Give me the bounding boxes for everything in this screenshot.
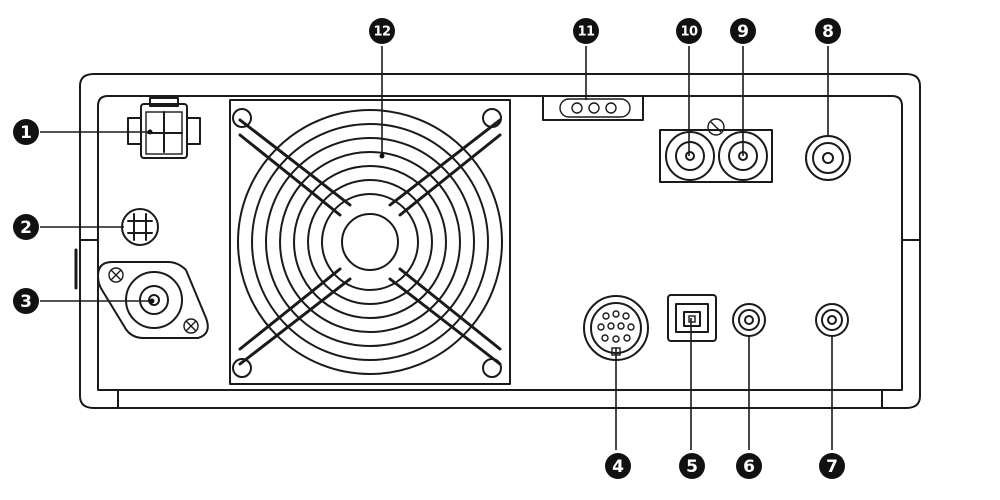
- usb-port: [667, 294, 717, 342]
- dc-power-socket: [127, 97, 201, 159]
- ground-terminal: [121, 208, 159, 246]
- callout-10: 10: [676, 18, 702, 44]
- callout-1: 1: [13, 119, 39, 145]
- callout-7: 7: [819, 453, 845, 479]
- callout-2-label: 2: [20, 218, 32, 238]
- antenna-connector: [97, 261, 209, 339]
- callout-10-label: 10: [680, 25, 698, 40]
- callout-3-label: 3: [20, 292, 32, 312]
- callout-4: 4: [605, 453, 631, 479]
- callout-9-label: 9: [737, 22, 749, 42]
- callout-7-label: 7: [826, 457, 838, 477]
- tuner-connector: [542, 95, 644, 121]
- cooling-fan: [229, 99, 511, 385]
- callout-6-label: 6: [743, 457, 755, 477]
- chassis: [74, 73, 921, 409]
- callout-2: 2: [13, 214, 39, 240]
- callout-1-label: 1: [20, 123, 32, 143]
- callout-5-label: 5: [686, 457, 698, 477]
- jack-7: [815, 303, 849, 337]
- jack-6: [732, 303, 766, 337]
- callout-3: 3: [13, 288, 39, 314]
- callout-8: 8: [815, 18, 841, 44]
- callout-6: 6: [736, 453, 762, 479]
- jack-8: [805, 135, 851, 181]
- callout-11-label: 11: [577, 25, 595, 40]
- callout-12-label: 12: [373, 25, 390, 40]
- leader-lines: [40, 46, 833, 450]
- callout-4-label: 4: [612, 457, 624, 477]
- callout-8-label: 8: [822, 22, 834, 42]
- callout-11: 11: [573, 18, 599, 44]
- callout-12: 12: [369, 18, 395, 44]
- callout-5: 5: [679, 453, 705, 479]
- rca-jack-panel: [659, 118, 773, 183]
- callout-9: 9: [730, 18, 756, 44]
